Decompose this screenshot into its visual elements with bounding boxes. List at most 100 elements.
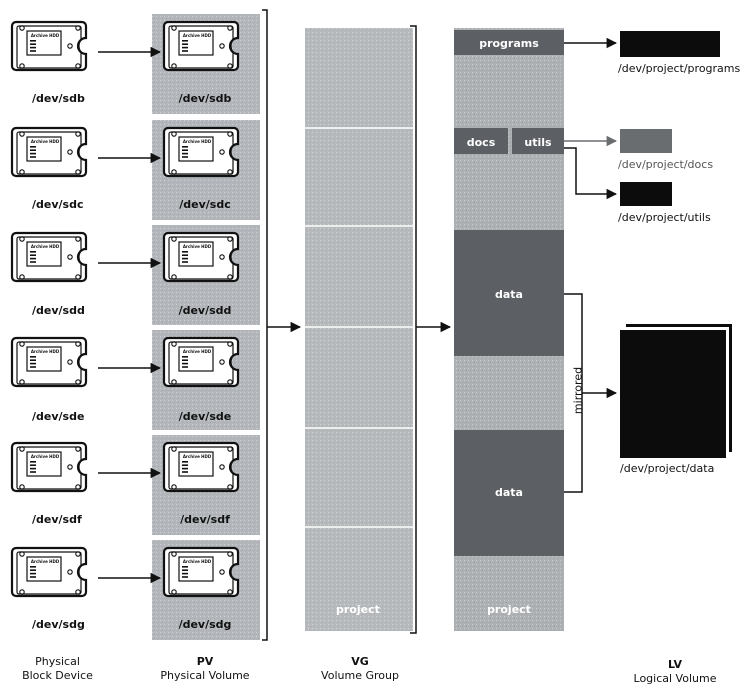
disk-screw-hole: [75, 25, 81, 31]
disk-bar: [182, 359, 188, 361]
lv-segment-label-data: data: [495, 288, 523, 301]
disk-screw-hole: [67, 254, 73, 260]
disk-screw-hole: [227, 25, 233, 31]
header-pv: PV Physical Volume: [150, 655, 260, 683]
disk-inner-outline: [16, 551, 82, 595]
disk-bar: [30, 467, 36, 470]
disk-bar: [182, 146, 188, 148]
lv-label-utils: /dev/project/utils: [618, 211, 711, 224]
disk-screw-hole: [19, 484, 25, 490]
disk-caption: Archive HDD: [183, 559, 212, 564]
disk-screw-hole: [19, 169, 25, 175]
disk-screw-hole: [19, 274, 25, 280]
disk-screw-hole: [75, 379, 81, 385]
header-physical-subtitle: Block Device: [22, 669, 93, 682]
device-label: /dev/sdf: [32, 513, 82, 526]
lv-segment-label-docs: docs: [466, 136, 496, 149]
disk-screw-hole: [219, 254, 225, 260]
header-physical: Physical Block Device: [10, 655, 105, 683]
disk-screw-hole: [75, 589, 81, 595]
disk-screw-hole: [75, 169, 81, 175]
disk-bar: [182, 464, 188, 466]
disk-bar: [30, 149, 36, 151]
header-lv: LV Logical Volume: [620, 658, 730, 686]
disk-bar: [30, 50, 36, 52]
disk-inner-outline: [16, 446, 82, 490]
lv-label-programs: /dev/project/programs: [618, 62, 741, 75]
disk-bar: [182, 261, 188, 263]
disk-bar: [30, 152, 36, 155]
disk-bar: [182, 362, 188, 365]
vg-label: project: [336, 603, 380, 616]
disk-bar: [30, 251, 36, 253]
disk-sticker: [178, 30, 214, 56]
pv-label: /dev/sdc: [179, 198, 231, 211]
disk-screw-hole: [219, 43, 225, 49]
lv-segment-utils: [512, 128, 564, 154]
hdd-icon: Archive HDD: [162, 20, 240, 72]
disk-screw-hole: [67, 464, 73, 470]
disk-screw-hole: [67, 359, 73, 365]
header-physical-title: Physical: [35, 655, 80, 668]
disk-screw-hole: [227, 236, 233, 242]
disk-bar: [30, 461, 36, 463]
hdd-icon: Archive HDD: [162, 231, 240, 283]
disk-bar: [182, 467, 188, 470]
disk-screw-hole: [75, 484, 81, 490]
disk-screw-hole: [219, 464, 225, 470]
disk-screw-hole: [227, 446, 233, 452]
disk-screw-hole: [227, 589, 233, 595]
lv-segment-label-programs: programs: [479, 37, 539, 50]
hdd-icon: Archive HDD: [162, 546, 240, 598]
disk-screw-hole: [171, 551, 177, 557]
pv-label: /dev/sdf: [180, 513, 230, 526]
hdd-icon: Archive HDD: [10, 126, 88, 178]
disk-bar: [30, 366, 36, 368]
disk-bar: [182, 43, 188, 45]
lv-segment-data: [454, 430, 564, 556]
lv-segment-label-utils: utils: [524, 136, 552, 149]
disk-bar: [182, 366, 188, 368]
device-label: /dev/sde: [32, 410, 85, 423]
disk-screw-hole: [171, 169, 177, 175]
disk-screw-hole: [219, 359, 225, 365]
disk-screw-hole: [227, 379, 233, 385]
hdd-icon: Archive HDD: [162, 126, 240, 178]
lv-block-data: [620, 330, 726, 458]
disk-bar: [30, 464, 36, 466]
hdd-icon: Archive HDD: [10, 231, 88, 283]
disk-bar: [30, 46, 36, 49]
hdd-icon: Archive HDD: [10, 336, 88, 388]
device-label: /dev/sdd: [32, 304, 85, 317]
disk-caption: Archive HDD: [31, 454, 60, 459]
disk-screw-hole: [75, 551, 81, 557]
lv-block-utils: [620, 182, 672, 206]
disk-caption: Archive HDD: [183, 454, 212, 459]
disk-bar: [30, 261, 36, 263]
disk-inner-outline: [168, 551, 234, 595]
disk-inner-outline: [16, 236, 82, 280]
lv-block-docs: [620, 129, 672, 153]
disk-screw-hole: [67, 569, 73, 575]
hdd-icon: Archive HDD: [162, 441, 240, 493]
device-label: /dev/sdb: [32, 92, 85, 105]
hdd-icon: Archive HDD: [10, 546, 88, 598]
disk-bar: [182, 471, 188, 473]
lv-segment-data: [454, 230, 564, 356]
disk-inner-outline: [16, 131, 82, 175]
device-label: /dev/sdc: [32, 198, 84, 211]
disk-screw-hole: [19, 551, 25, 557]
disk-screw-hole: [171, 589, 177, 595]
disk-caption: Archive HDD: [31, 139, 60, 144]
lv-segment-docs: [454, 128, 508, 154]
disk-screw-hole: [171, 236, 177, 242]
pv-label: /dev/sdd: [178, 304, 232, 317]
disk-inner-outline: [168, 446, 234, 490]
disk-bar: [182, 257, 188, 260]
disk-bar: [182, 356, 188, 358]
disk-bar: [30, 569, 36, 571]
disk-caption: Archive HDD: [31, 244, 60, 249]
disk-sticker: [26, 556, 62, 582]
